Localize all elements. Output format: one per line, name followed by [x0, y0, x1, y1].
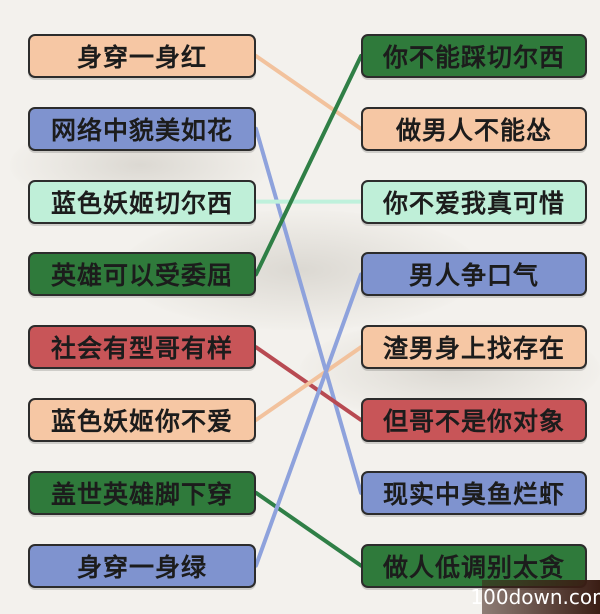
left-item-6[interactable]: 蓝色妖姬你不爱 — [28, 398, 256, 442]
right-item-1[interactable]: 你不能踩切尔西 — [361, 34, 587, 78]
site-watermark: 100down.com — [470, 580, 600, 614]
right-item-7[interactable]: 现实中臭鱼烂虾 — [361, 470, 587, 515]
left-item-5[interactable]: 社会有型哥有样 — [28, 325, 256, 370]
right-item-2[interactable]: 做男人不能怂 — [361, 106, 587, 151]
right-item-5[interactable]: 渣男身上找存在 — [361, 325, 587, 370]
right-item-6[interactable]: 但哥不是你对象 — [361, 398, 587, 442]
connection-line-2 — [254, 126, 363, 495]
connection-line-8 — [254, 272, 363, 568]
right-item-4[interactable]: 男人争口气 — [361, 252, 587, 297]
left-item-3[interactable]: 蓝色妖姬切尔西 — [28, 179, 256, 224]
left-item-4[interactable]: 英雄可以受委屈 — [28, 252, 256, 297]
right-item-8[interactable]: 做人低调别太贪 — [361, 543, 587, 588]
left-item-2[interactable]: 网络中貌美如花 — [28, 106, 256, 151]
right-item-3[interactable]: 你不爱我真可惜 — [361, 179, 587, 224]
connection-line-6 — [254, 345, 363, 422]
left-item-7[interactable]: 盖世英雄脚下穿 — [28, 470, 256, 515]
connection-line-7 — [254, 490, 363, 568]
left-item-1[interactable]: 身穿一身红 — [28, 34, 256, 78]
left-item-8[interactable]: 身穿一身绿 — [28, 543, 256, 588]
connection-line-4 — [254, 54, 363, 277]
connection-line-1 — [254, 54, 363, 131]
